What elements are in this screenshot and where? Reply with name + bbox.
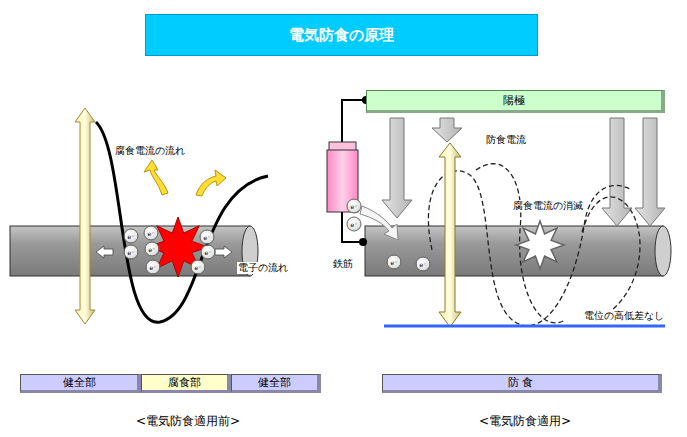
current-arrow bbox=[144, 160, 168, 195]
caption-label: <電気防食適用> bbox=[478, 414, 572, 428]
title: 電気防食の原理 bbox=[289, 26, 394, 45]
electron-symbol: e⁻ bbox=[387, 255, 402, 270]
potential-arrow bbox=[439, 143, 461, 327]
electron-flow-arrow bbox=[96, 246, 113, 258]
rebar-before bbox=[10, 226, 258, 276]
node-label: 健全部 bbox=[63, 375, 96, 390]
terminal-dot bbox=[359, 238, 367, 246]
vanished-corrosion-star bbox=[516, 221, 564, 269]
electron-symbol: e⁻ bbox=[416, 257, 431, 272]
annotation: 電位の高低差なし bbox=[583, 310, 665, 322]
electron-symbol: e⁻ bbox=[200, 230, 215, 245]
rebar-after bbox=[365, 226, 671, 276]
corroded-section: 腐食部 bbox=[141, 374, 231, 393]
protection-current-arrows bbox=[382, 118, 665, 226]
electron-symbol: e⁻ bbox=[201, 245, 216, 260]
electron-symbol: e⁻ bbox=[145, 242, 160, 257]
electron-flow-arrow bbox=[215, 246, 232, 258]
node-label: 腐食部 bbox=[168, 375, 201, 390]
electron-symbol: e⁻ bbox=[347, 217, 362, 232]
sound-section: 健全部 bbox=[231, 374, 321, 393]
current-arrow bbox=[196, 170, 226, 196]
node-label: 防 食 bbox=[508, 375, 534, 390]
annotation: 腐食電流の流れ bbox=[114, 145, 186, 157]
title-box: 電気防食の原理 bbox=[145, 14, 538, 56]
electron-symbol: e⁻ bbox=[144, 226, 159, 241]
electron-symbol: e⁻ bbox=[124, 245, 139, 260]
annotation: 防食電流 bbox=[485, 134, 527, 146]
potential-level-line bbox=[384, 325, 665, 328]
protected-section: 防 食 bbox=[382, 374, 662, 393]
vanished-current-curves bbox=[428, 164, 640, 326]
potential-arrow bbox=[75, 108, 95, 324]
annotation: 電子の流れ bbox=[237, 262, 289, 274]
electron-symbol: e⁻ bbox=[146, 260, 161, 275]
annotation: 鉄筋 bbox=[332, 258, 354, 270]
caption-label: <電気防食適用前> bbox=[135, 414, 241, 428]
electron-symbol: e⁻ bbox=[124, 229, 139, 244]
electron-symbol: e⁻ bbox=[347, 199, 362, 214]
corrosion-current-curve bbox=[96, 122, 268, 322]
vanished-corrosion-star bbox=[516, 221, 564, 269]
anode-band: 陽極 bbox=[366, 90, 665, 113]
current-arrow bbox=[360, 206, 398, 240]
annotation: 腐食電流の消滅 bbox=[512, 200, 584, 212]
node-label: 陽極 bbox=[503, 93, 525, 108]
electron-symbol: e⁻ bbox=[191, 260, 206, 275]
node-label: 健全部 bbox=[258, 375, 291, 390]
sound-section: 健全部 bbox=[20, 374, 141, 393]
